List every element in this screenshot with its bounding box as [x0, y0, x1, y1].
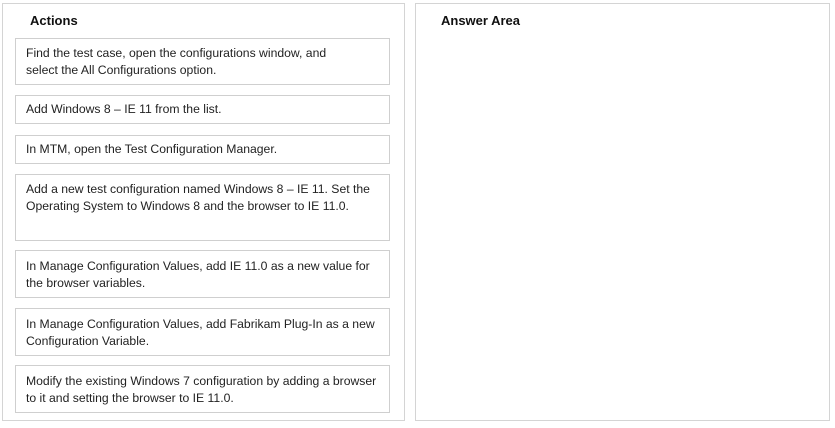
- action-item-add-windows8-ie11[interactable]: Add Windows 8 – IE 11 from the list.: [15, 95, 390, 124]
- action-item-text: Add a new test configuration named Windo…: [26, 182, 370, 213]
- action-item-text: Find the test case, open the configurati…: [26, 46, 327, 77]
- action-item-text: In MTM, open the Test Configuration Mana…: [26, 142, 278, 156]
- actions-panel: Actions Find the test case, open the con…: [2, 3, 405, 421]
- action-item-text: In Manage Configuration Values, add IE 1…: [26, 259, 370, 290]
- action-item-modify-windows7-config[interactable]: Modify the existing Windows 7 configurat…: [15, 365, 390, 413]
- action-item-text: Modify the existing Windows 7 configurat…: [26, 374, 377, 405]
- action-item-find-test-case[interactable]: Find the test case, open the configurati…: [15, 38, 390, 85]
- action-item-open-config-manager[interactable]: In MTM, open the Test Configuration Mana…: [15, 135, 390, 164]
- action-item-add-fabrikam-variable[interactable]: In Manage Configuration Values, add Fabr…: [15, 308, 390, 356]
- action-item-text: Add Windows 8 – IE 11 from the list.: [26, 102, 222, 116]
- action-item-add-new-configuration[interactable]: Add a new test configuration named Windo…: [15, 174, 390, 241]
- action-item-add-browser-value[interactable]: In Manage Configuration Values, add IE 1…: [15, 250, 390, 298]
- action-item-text: In Manage Configuration Values, add Fabr…: [26, 317, 375, 348]
- actions-title: Actions: [30, 13, 78, 28]
- answer-area-title: Answer Area: [441, 13, 520, 28]
- answer-area-panel[interactable]: Answer Area: [415, 3, 830, 421]
